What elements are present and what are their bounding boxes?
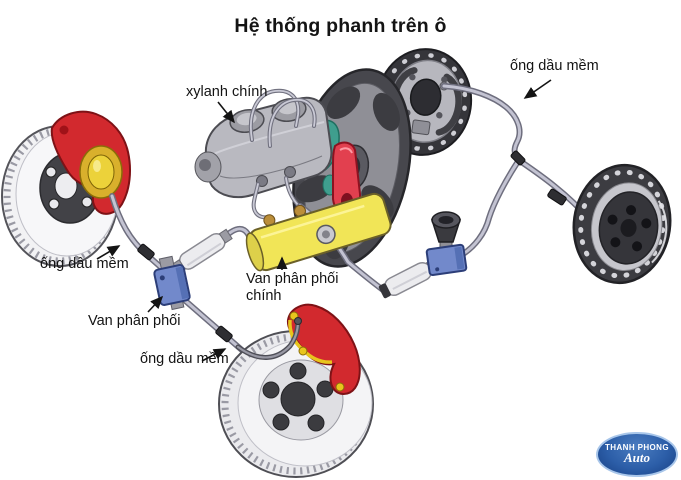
brake-lines-left [112,196,434,351]
label-flex-hose-left: ống dầu mềm [40,256,129,272]
brand-logo-sub: Auto [623,450,650,465]
line-fitting [547,188,567,206]
rear-brake-drum [572,163,672,285]
brand-logo-name: THANH PHONG [605,443,669,452]
label-flex-hose-bottom: ống dầu mềm [140,351,229,367]
label-master-cylinder: xylanh chính [186,84,268,100]
load-sensing-valve-right [425,211,468,276]
front-left-disc-brake [1,110,131,267]
proportioning-valve-left [153,255,191,311]
label-distribution-valve: Van phân phối [88,313,181,329]
line-fitting [215,325,233,343]
line-fitting [510,150,526,166]
front-bottom-disc-brake [218,303,374,478]
brand-logo-oval: THANH PHONG Auto [596,432,678,477]
hose-fitting [137,243,155,261]
label-flex-hose-top-right: ống dầu mềm [510,58,599,74]
bottom-caliper-hose [238,317,302,358]
label-line1: Van phân phối [246,271,339,287]
label-line2: chính [246,287,282,304]
diagram-title: Hệ thống phanh trên ô [234,15,447,37]
combination-valve-yellow [245,192,392,272]
brand-logo: THANH PHONG Auto [596,432,678,477]
caliper-piston [87,154,115,190]
label-arrows [96,79,552,362]
brake-shoe-right [435,73,462,136]
brake-lines-right [439,81,590,254]
